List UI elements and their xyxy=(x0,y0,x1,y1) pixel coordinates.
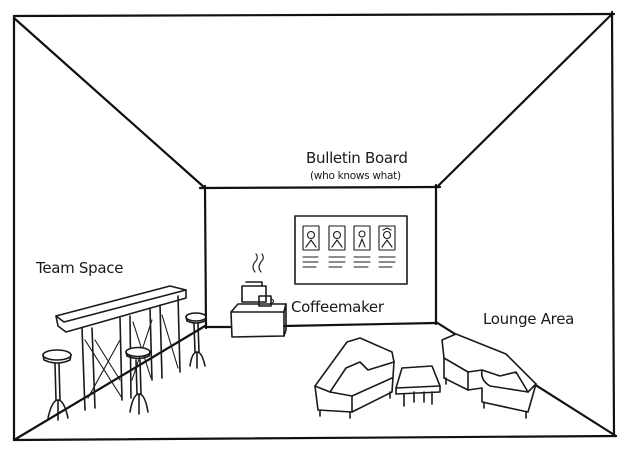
sofa-left xyxy=(314,337,395,419)
back-wall-left xyxy=(203,184,208,330)
team-space-label: Team Space xyxy=(36,259,124,277)
outer-top-edge xyxy=(12,12,616,18)
portrait-frame-4 xyxy=(378,225,396,251)
portrait-face-3 xyxy=(358,230,366,238)
stool-3 xyxy=(185,312,207,369)
sofa-right-back xyxy=(441,333,537,393)
outer-bottom-edge xyxy=(12,434,618,442)
portrait-frame-2 xyxy=(328,225,346,251)
back-wall-top xyxy=(198,185,442,190)
bulletin-board-frame xyxy=(294,215,408,285)
team-table-edge xyxy=(55,289,187,333)
back-wall-bottom xyxy=(204,321,438,329)
coffee-table-side xyxy=(283,303,287,337)
team-table-brace-front xyxy=(84,339,123,399)
ceiling-diagonal-left xyxy=(12,16,207,190)
team-table-leg-back xyxy=(149,304,163,381)
bulletin-board-label: Bulletin Board xyxy=(306,149,408,167)
sofa-left-feet xyxy=(319,391,391,419)
coffee-pot xyxy=(258,295,272,307)
lounge-table-legs xyxy=(403,391,433,407)
portrait-frame-1 xyxy=(302,225,320,251)
stool-1 xyxy=(42,349,72,421)
sofa-right xyxy=(441,333,537,419)
coffee-pot-handle xyxy=(270,298,275,305)
coffeemaker-label: Coffeemaker xyxy=(291,298,384,316)
coffeemaker-body xyxy=(241,285,267,303)
portrait-face-2 xyxy=(332,230,342,240)
sofa-right-feet xyxy=(445,377,527,419)
floor-diagonal-left xyxy=(12,324,207,442)
coffee-table-front xyxy=(230,311,285,338)
sofa-right-base xyxy=(443,357,537,413)
notice-lines-4 xyxy=(378,256,396,268)
coffee-station xyxy=(230,253,287,338)
portrait-face-4 xyxy=(382,230,392,240)
lounge-coffee-table xyxy=(395,365,441,407)
stool-2 xyxy=(125,346,151,415)
notice-lines-1 xyxy=(302,256,319,268)
lounge-area-label: Lounge Area xyxy=(483,310,575,328)
team-table-leg-right xyxy=(177,295,181,373)
ceiling-diagonal-right xyxy=(434,12,614,190)
lounge-table-top xyxy=(395,365,441,389)
sofa-left-back xyxy=(314,337,395,393)
sofa-left-seat xyxy=(329,377,393,397)
bulletin-board-note: (who knows what) xyxy=(310,170,401,182)
room-outline xyxy=(12,10,618,442)
bulletin-board xyxy=(294,215,408,285)
steam-icon xyxy=(252,253,264,273)
notice-lines-3 xyxy=(353,256,371,268)
portrait-frame-3 xyxy=(353,225,371,251)
sofa-right-seat xyxy=(467,369,529,393)
team-table-leg-front-left xyxy=(81,327,96,411)
team-table-leg-front-mid xyxy=(119,315,132,401)
outer-right-edge xyxy=(610,10,616,438)
portrait-face-1 xyxy=(306,230,316,240)
coffeemaker-lid xyxy=(245,281,263,287)
notice-lines-2 xyxy=(328,256,346,268)
